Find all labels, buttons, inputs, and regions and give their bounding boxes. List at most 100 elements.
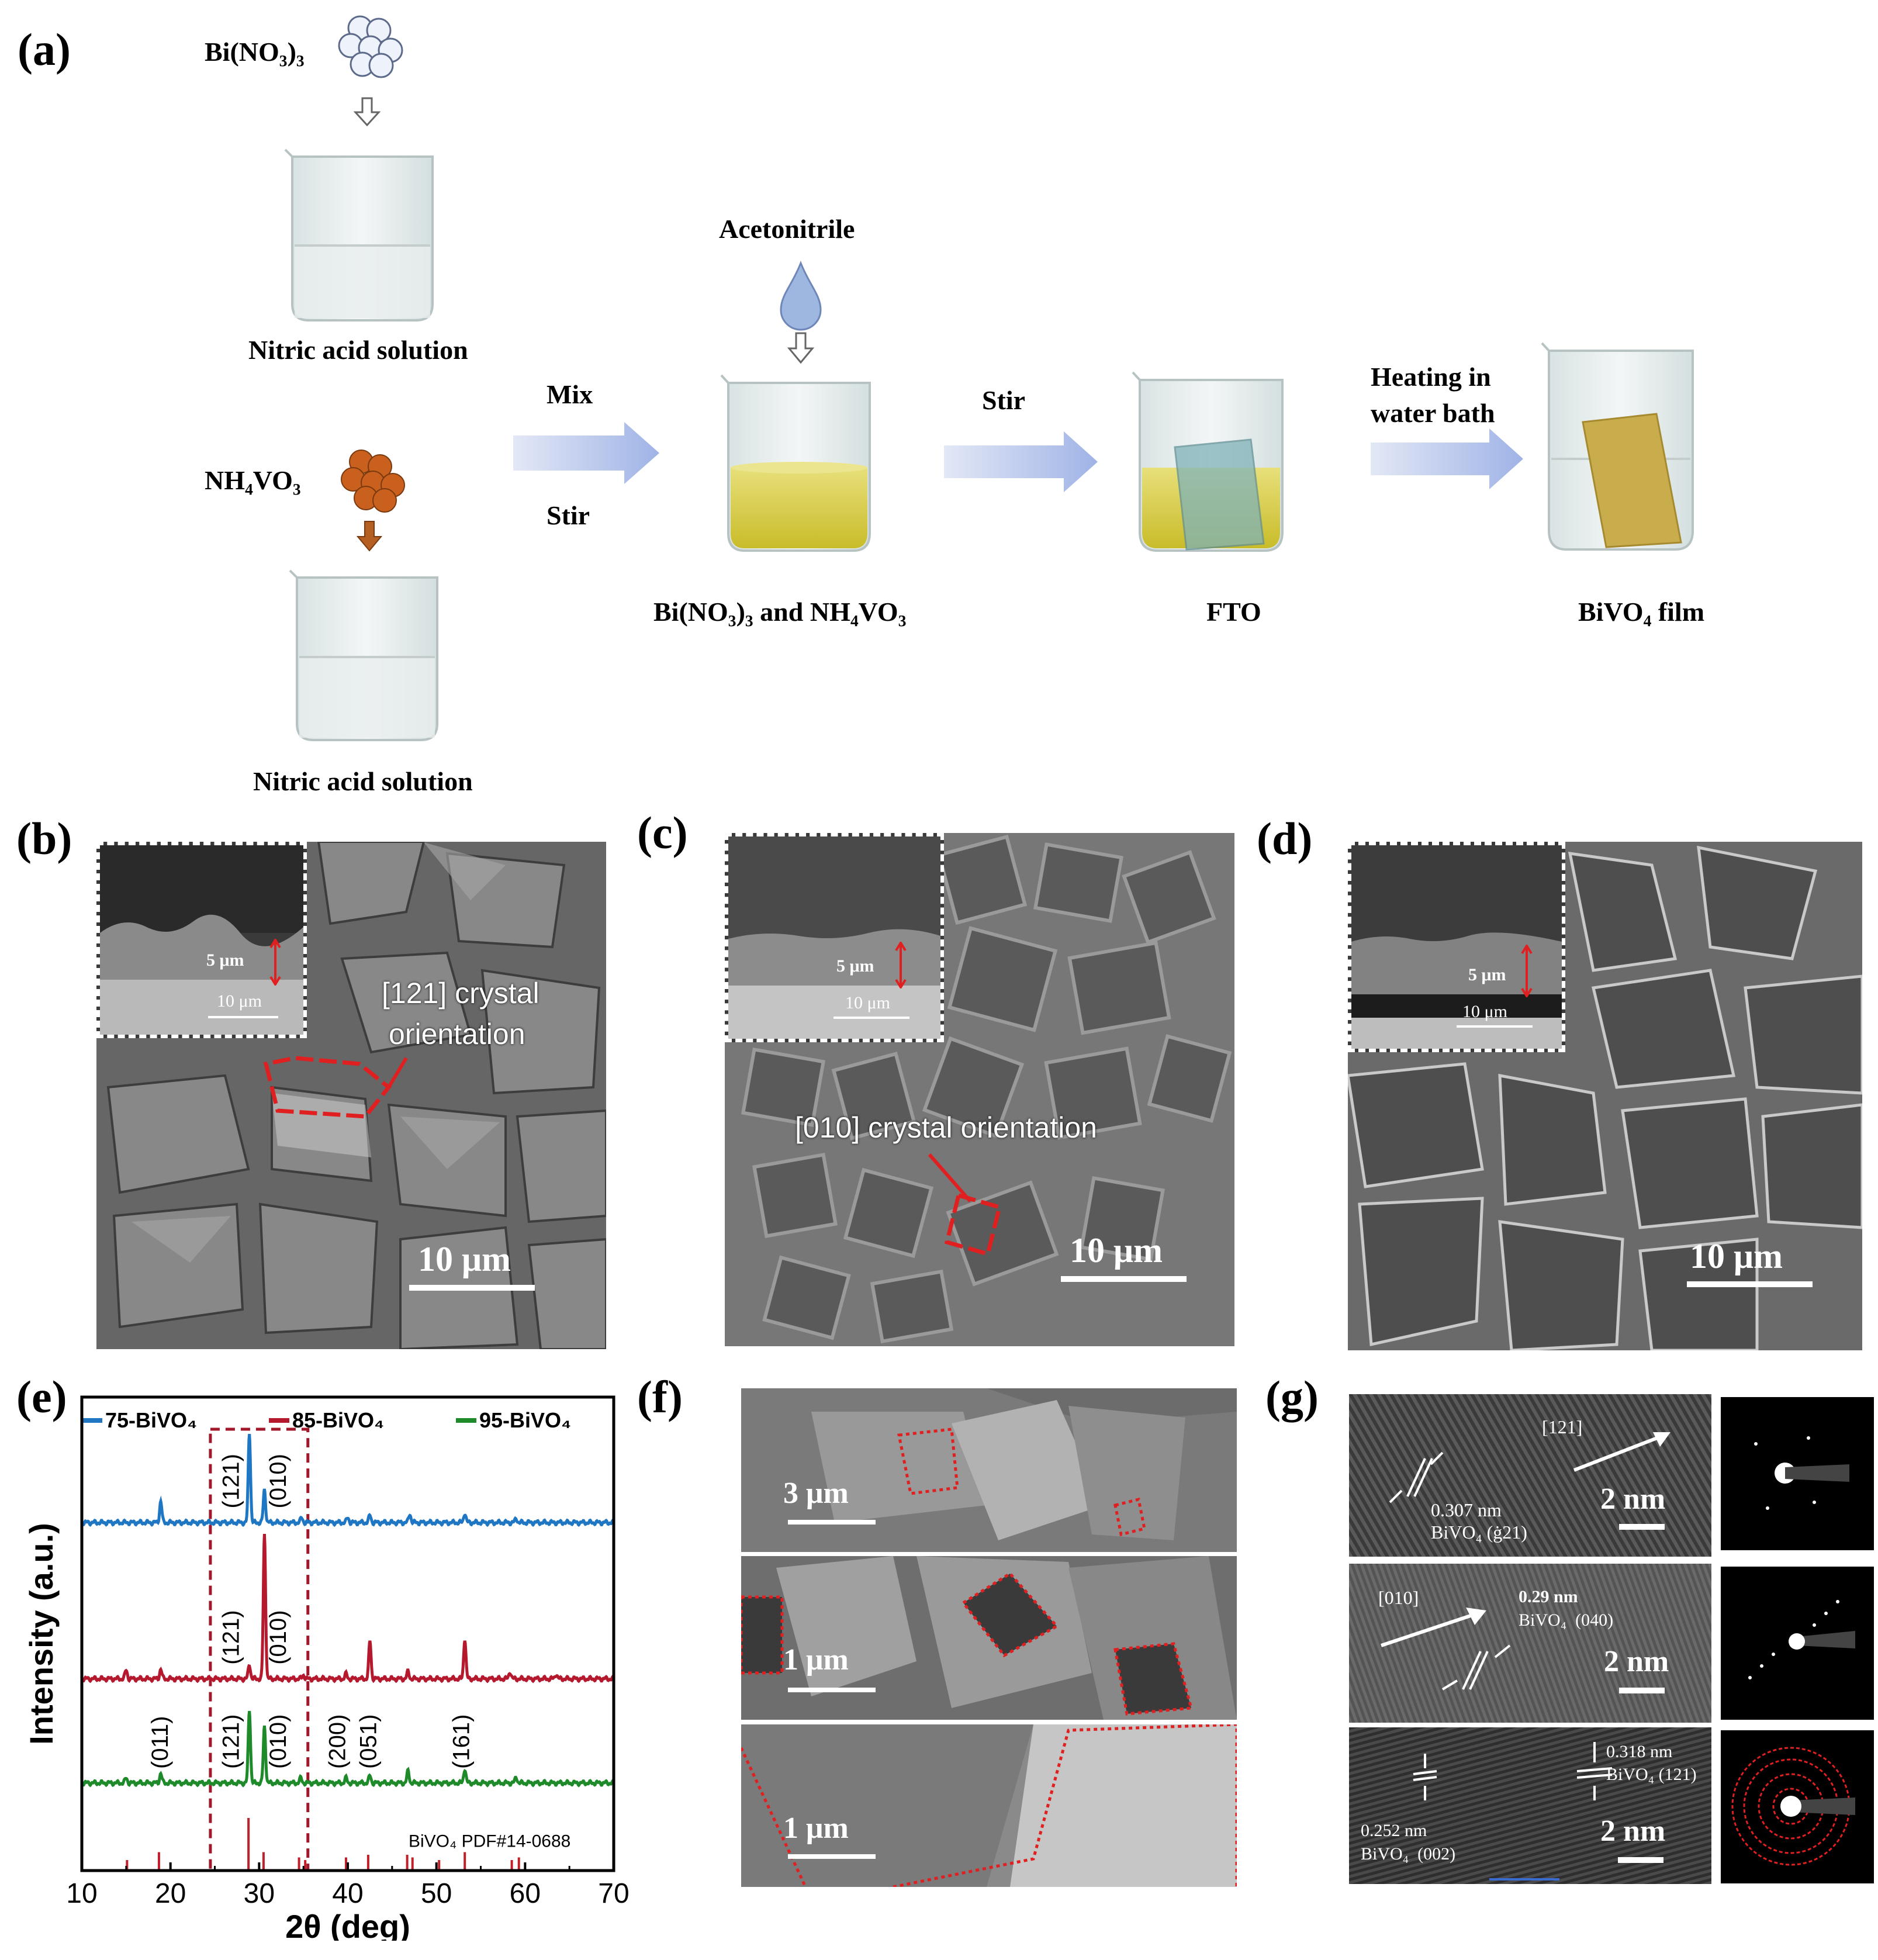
- scale-bar-d: [1687, 1281, 1813, 1287]
- x-tick-label: 20: [155, 1878, 186, 1909]
- sem-f-3: 1 μm: [741, 1724, 1237, 1887]
- legend-label: 85-BiVO₄: [292, 1408, 384, 1432]
- cross-section-inset-b: 5 μm 10 μm: [96, 842, 307, 1038]
- scale-label-g1: 2 nm: [1600, 1482, 1666, 1516]
- arrow-1-top-label: Mix: [547, 379, 593, 409]
- peak-label: (010): [265, 1610, 291, 1664]
- panel-e-label: (e): [16, 1371, 67, 1422]
- inset-scale-c: 10 μm: [845, 993, 890, 1012]
- arrow-1-bottom-label: Stir: [547, 500, 590, 530]
- scale-bar-f2: [788, 1688, 876, 1692]
- peak-label: (121): [218, 1714, 244, 1769]
- spacing-marker-3a: [1413, 1754, 1437, 1800]
- reagent-ammonium-vanadate-label: NH₄VO₃: [205, 465, 301, 495]
- series-line-1: [81, 1433, 615, 1527]
- peak-label: (010): [265, 1714, 291, 1769]
- sem-f-1: 3 μm: [741, 1388, 1237, 1552]
- peak-label: (121): [218, 1610, 244, 1664]
- process-arrow-2: [944, 431, 1098, 492]
- cross-section-inset-d: 5 μm 10 μm: [1348, 842, 1565, 1052]
- scale-label-d: 10 μm: [1690, 1237, 1783, 1275]
- acetonitrile-label: Acetonitrile: [719, 214, 855, 244]
- peak-label: (121): [218, 1454, 244, 1508]
- annotation-c: [010] crystal orientation: [795, 1111, 1097, 1144]
- saed-pattern-2: [1721, 1567, 1874, 1720]
- mix-label: Bi(NO₃)₃ and NH₄VO₃: [653, 597, 907, 627]
- beaker-5-bivo4-film: [1541, 342, 1694, 551]
- saed-pattern-3: [1721, 1730, 1874, 1883]
- direction-arrow-2: [1381, 1608, 1486, 1647]
- scale-label-c: 10 μm: [1070, 1231, 1163, 1270]
- spacing-marker-1: [1389, 1451, 1444, 1503]
- reference-label: BiVO₄ PDF#14-0688: [409, 1832, 570, 1851]
- panel-b-label: (b): [16, 813, 72, 864]
- hrtem-row-3: 0.318 nm BiVO₄ (121) 0.252 nm BiVO₄ (002…: [1349, 1727, 1711, 1884]
- phase-label-3b: BiVO₄ (002): [1361, 1844, 1456, 1864]
- hrtem-row-2: [010] 0.29 nm BiVO₄ (040) 2 nm: [1349, 1564, 1711, 1723]
- spacing-marker-2: [1441, 1644, 1511, 1691]
- scale-label-f1: 3 μm: [783, 1477, 849, 1510]
- peak-label: (011): [147, 1716, 173, 1769]
- acetonitrile-drop-icon: [780, 260, 822, 331]
- beaker-1-label: Nitric acid solution: [248, 335, 468, 365]
- panel-d-label: (d): [1257, 813, 1313, 864]
- process-arrow-1: [513, 422, 659, 484]
- blue-scale-marker: [1489, 1878, 1559, 1881]
- arrow-3-label-line1: Heating in: [1371, 362, 1491, 392]
- spacing-label-1: 0.307 nm: [1431, 1499, 1502, 1520]
- x-tick-label: 10: [66, 1878, 97, 1909]
- series-line-3: [81, 1710, 615, 1788]
- reagent-bi-nitrate-label: Bi(NO₃)₃: [205, 37, 305, 67]
- legend-label: 75-BiVO₄: [105, 1408, 197, 1432]
- scale-label-g3: 2 nm: [1600, 1814, 1666, 1848]
- bi-nitrate-pellets-icon: [338, 15, 403, 78]
- phase-label-1: BiVO₄ (ġ21): [1431, 1522, 1527, 1543]
- scale-bar-g3: [1618, 1857, 1663, 1863]
- direction-arrow-1: [1573, 1432, 1671, 1472]
- crystal-outline-b: [263, 1056, 408, 1119]
- direction-label-2: [010]: [1378, 1587, 1419, 1608]
- inset-scale-d: 10 μm: [1462, 1002, 1507, 1021]
- synthesis-scheme: [284, 15, 1694, 741]
- xrd-chart: BiVO₄ PDF#14-0688 (121) (010) (121) (010) (01…: [23, 1395, 630, 1941]
- inset-scale-bar: [1457, 1025, 1533, 1028]
- x-tick-label: 30: [244, 1878, 275, 1909]
- scale-bar-g1: [1619, 1524, 1665, 1530]
- film-label: BiVO₄ film: [1578, 597, 1705, 627]
- beaker-2: [289, 569, 438, 741]
- inset-scale-bar: [833, 1017, 909, 1019]
- legend-label: 95-BiVO₄: [479, 1408, 571, 1432]
- peak-label: (200): [324, 1714, 350, 1769]
- scale-label-f2: 1 μm: [783, 1643, 849, 1676]
- spacing-label-3b: 0.252 nm: [1361, 1821, 1427, 1840]
- sem-texture-c: [725, 833, 1234, 1346]
- panel-c-label: (c): [637, 807, 688, 858]
- series-line-2: [81, 1533, 615, 1684]
- x-tick-label: 50: [421, 1878, 452, 1909]
- panel-g-label: (g): [1265, 1371, 1319, 1422]
- saed-pattern-1: [1721, 1397, 1874, 1550]
- phase-label-2: BiVO₄ (040): [1519, 1610, 1614, 1630]
- direction-label-1: [121]: [1542, 1416, 1583, 1437]
- beaker-1: [284, 148, 434, 322]
- scale-label-b: 10 μm: [418, 1240, 511, 1278]
- ammonium-vanadate-pellets-icon: [341, 450, 405, 513]
- x-tick-label: 70: [598, 1878, 629, 1909]
- scale-bar-g2: [1619, 1688, 1665, 1693]
- scale-bar-f3: [788, 1854, 876, 1859]
- fto-label: FTO: [1206, 597, 1261, 627]
- x-tick-label: 60: [510, 1878, 541, 1909]
- scale-bar-b: [409, 1285, 535, 1291]
- beaker-3-yellow-mix: [720, 374, 871, 552]
- peak-label: (010): [265, 1454, 291, 1508]
- sem-image-c: 5 μm 10 μm [010] crystal orientation 10 …: [725, 833, 1234, 1346]
- down-arrow-icon: [353, 97, 381, 127]
- spacing-label-3a: 0.318 nm: [1606, 1742, 1673, 1761]
- panel-a-label: (a): [18, 24, 71, 75]
- y-axis-label: Intensity (a.u.): [23, 1523, 60, 1745]
- spacing-label-2: 0.29 nm: [1519, 1587, 1578, 1606]
- annotation-b-line1: [121] crystal: [382, 977, 539, 1010]
- plot-frame: [80, 1395, 615, 1872]
- fto-glass-substrate: [1174, 438, 1265, 551]
- phase-label-3a: BiVO₄ (121): [1606, 1765, 1697, 1784]
